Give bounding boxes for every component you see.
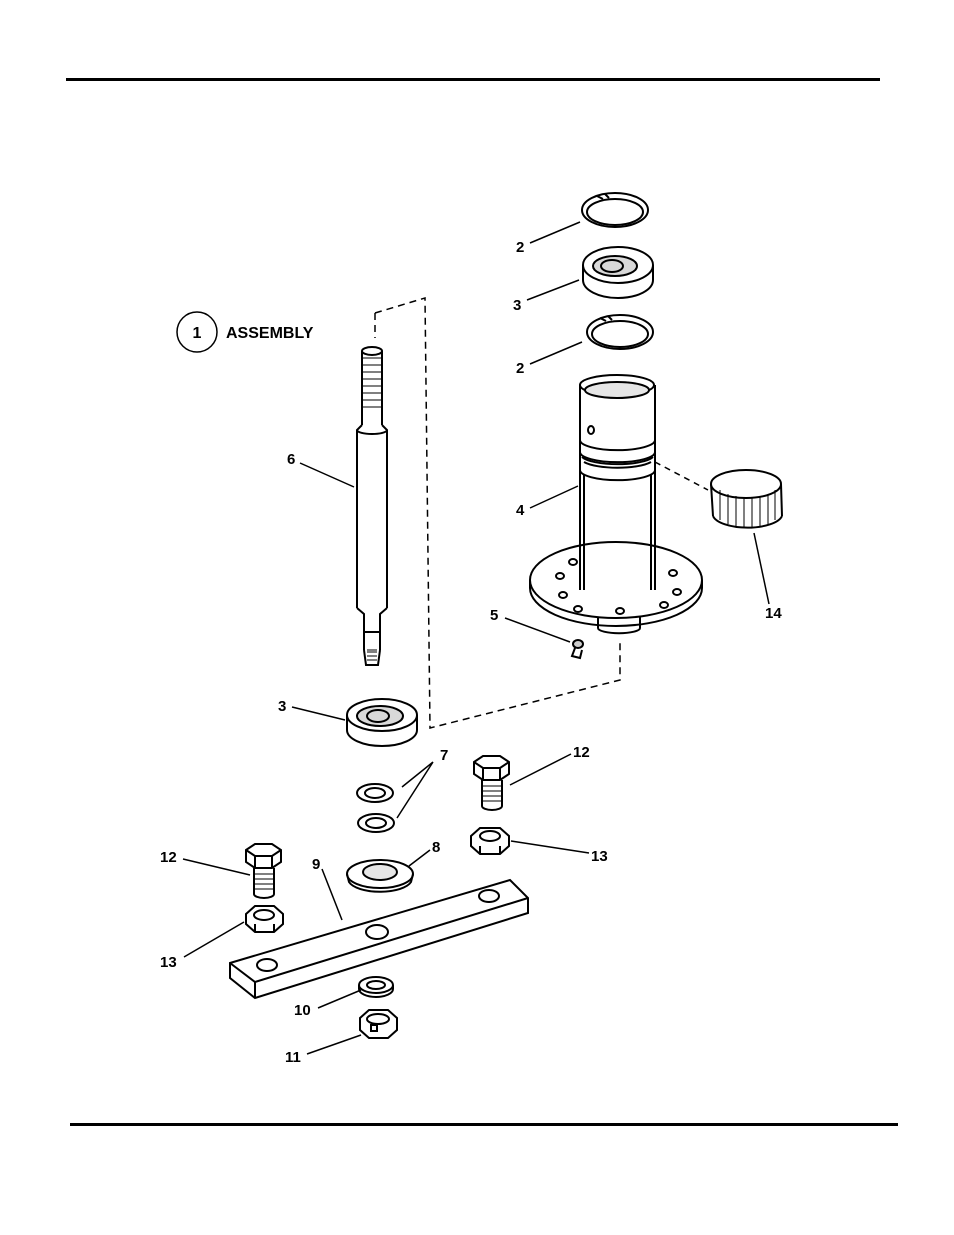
assembly-label: ASSEMBLY bbox=[226, 325, 314, 342]
needle-bearing bbox=[711, 470, 782, 528]
washer-bottom bbox=[359, 977, 393, 997]
hex-nut-left bbox=[246, 906, 283, 932]
hex-nut-right bbox=[471, 828, 509, 854]
callout-9: 9 bbox=[312, 856, 320, 873]
callout-12-left: 12 bbox=[160, 849, 177, 866]
bearing-top bbox=[583, 247, 653, 298]
callout-7: 7 bbox=[440, 747, 448, 764]
callout-6: 6 bbox=[287, 451, 295, 468]
spindle-shaft bbox=[357, 347, 387, 665]
retaining-ring-top bbox=[582, 193, 648, 227]
callout-5: 5 bbox=[490, 607, 498, 624]
spacer bbox=[347, 860, 413, 892]
callout-2-top: 2 bbox=[516, 239, 524, 256]
retaining-ring-middle bbox=[587, 315, 653, 349]
callout-8: 8 bbox=[432, 839, 440, 856]
hub-bearing-dashed-line bbox=[655, 462, 708, 490]
bearing-lower bbox=[347, 699, 417, 746]
callout-14: 14 bbox=[765, 605, 782, 622]
hex-bolt-right bbox=[474, 756, 509, 810]
lock-nut bbox=[360, 1010, 397, 1038]
callout-3-lower: 3 bbox=[278, 698, 286, 715]
hex-bolt-left bbox=[246, 844, 281, 898]
grease-fitting bbox=[572, 640, 583, 658]
spindle-housing bbox=[530, 375, 702, 633]
callout-2-middle: 2 bbox=[516, 360, 524, 377]
callout-3-top: 3 bbox=[513, 297, 521, 314]
callout-10: 10 bbox=[294, 1002, 311, 1019]
callout-13-right: 13 bbox=[591, 848, 608, 865]
callout-4: 4 bbox=[516, 502, 525, 519]
callout-11: 11 bbox=[285, 1049, 301, 1066]
washer-pair bbox=[357, 784, 394, 832]
callout-12-right: 12 bbox=[573, 744, 590, 761]
assembly-number: 1 bbox=[193, 325, 202, 342]
callout-13-left: 13 bbox=[160, 954, 177, 971]
